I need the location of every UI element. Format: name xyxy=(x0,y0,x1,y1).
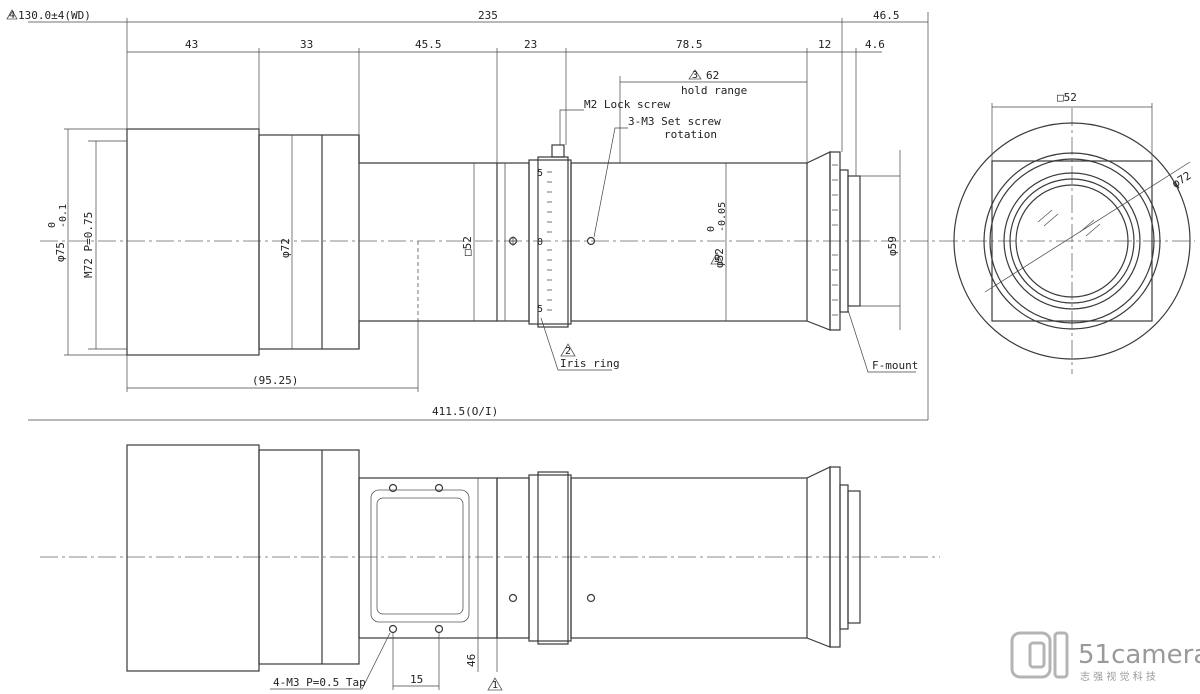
screw-symbol xyxy=(508,236,596,246)
dim-m72: M72 P=0.75 xyxy=(82,212,95,278)
dim-total: 411.5(O/I) xyxy=(432,405,498,418)
dim-d75-tol-top: 0 xyxy=(47,222,58,228)
logo-name: 51camera xyxy=(1078,640,1200,670)
flange-ring-ticks xyxy=(832,164,838,316)
fmount-label: F-mount xyxy=(872,359,918,372)
brand-logo: 51camera 志 强 视 觉 科 技 xyxy=(1010,631,1200,683)
dim-sq52: □52 xyxy=(461,236,474,256)
dim-seg7: 4.6 xyxy=(865,38,885,51)
hold-range-label: hold range xyxy=(681,84,747,97)
dim-seg4: 23 xyxy=(524,38,537,51)
dim-h46: 46 xyxy=(465,654,478,667)
ring-mark-5: 5 xyxy=(537,168,543,179)
iris-ring-ticks xyxy=(547,171,552,311)
dim-seg2: 33 xyxy=(300,38,313,51)
dim-w15: 15 xyxy=(410,673,423,686)
note-triangle: 4 3 2 3 1 xyxy=(6,9,724,691)
rotation-label: rotation xyxy=(664,128,717,141)
svg-text:4: 4 xyxy=(9,10,15,21)
top-dimensions: 130.0±4(WD) 235 46.5 43 33 45.5 23 78.5 … xyxy=(18,9,929,420)
svg-text:1: 1 xyxy=(492,680,498,691)
svg-text:3: 3 xyxy=(714,254,720,265)
dim-d75: φ75 xyxy=(54,242,67,262)
dim-d59: φ59 xyxy=(886,236,899,256)
dim-d75-tol-bot: -0.1 xyxy=(58,204,69,228)
svg-text:3: 3 xyxy=(692,70,698,81)
dim-seg6: 12 xyxy=(818,38,831,51)
ring-mark-5b: 5 xyxy=(537,304,543,315)
tap-label: 4-M3 P=0.5 Tap xyxy=(273,676,366,689)
lower-callouts: Iris ring F-mount xyxy=(540,309,918,373)
hold-range-value: 62 xyxy=(706,69,719,82)
iris-ring-label: Iris ring xyxy=(560,357,620,370)
logo-sub: 志 强 视 觉 科 技 xyxy=(1080,670,1156,683)
dim-seg3: 45.5 xyxy=(415,38,442,51)
bottom-dimensions: (95.25) 411.5(O/I) xyxy=(28,321,928,421)
dim-overall: 235 xyxy=(478,9,498,22)
svg-text:2: 2 xyxy=(565,346,571,357)
lock-screw-label: M2 Lock screw xyxy=(584,98,670,111)
dim-d72: φ72 xyxy=(279,238,292,258)
lens-side-view: 5 0 5 xyxy=(40,128,940,356)
dim-partial: (95.25) xyxy=(252,374,298,387)
dim-d52-tol-top: 0 xyxy=(706,226,717,232)
dim-flange: 46.5 xyxy=(873,9,900,22)
dim-d52-tol-bot: -0.05 xyxy=(717,202,728,232)
lens-top-view: 46 15 4-M3 P=0.5 Tap xyxy=(40,444,940,690)
set-screw-label: 3-M3 Set screw xyxy=(628,115,721,128)
dim-seg1: 43 xyxy=(185,38,198,51)
wd-label: 130.0±4(WD) xyxy=(18,9,91,22)
ring-mark-0: 0 xyxy=(537,237,543,248)
end-sq52: □52 xyxy=(1057,91,1077,104)
dim-seg5: 78.5 xyxy=(676,38,703,51)
lens-end-view: □52 φ72 xyxy=(940,91,1195,374)
